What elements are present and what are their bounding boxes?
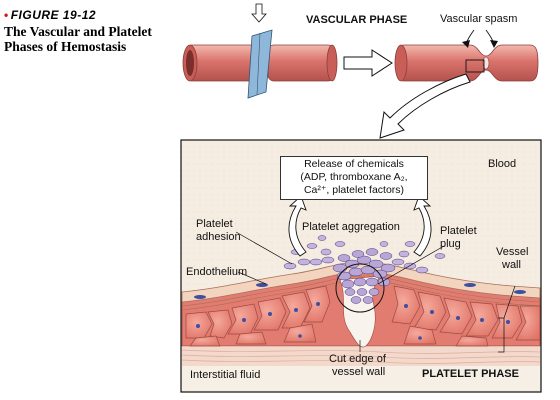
platelet-plug-label-1: Platelet xyxy=(440,225,477,237)
constricted-vessel xyxy=(394,44,539,82)
cut-edge-label-2: vessel wall xyxy=(332,366,386,378)
platelet-phase-panel xyxy=(180,139,542,393)
figure-title: The Vascular and Platelet Phases of Hemo… xyxy=(4,24,152,54)
cut-arrow-icon xyxy=(251,3,267,23)
leader-lines xyxy=(235,231,516,353)
platelet-plug-cluster xyxy=(332,248,396,304)
adhered-platelets xyxy=(283,248,429,274)
vascular-spasm-label: Vascular spasm xyxy=(440,13,518,25)
chemicals-line-2: (ADP, thromboxane A₂, xyxy=(300,171,408,183)
vessel-wall-label-2: wall xyxy=(502,259,521,271)
chemicals-line-1: Release of chemicals xyxy=(304,158,404,170)
cut-vessel-left xyxy=(182,44,257,82)
spasm-pointer-arrows xyxy=(462,29,498,48)
platelet-plug-outline xyxy=(335,263,385,313)
zoom-region-box xyxy=(465,59,485,73)
platelet-phase-heading: PLATELET PHASE xyxy=(422,368,519,380)
chemicals-line-3: Ca²⁺, platelet factors) xyxy=(303,184,405,196)
free-platelets xyxy=(290,235,446,259)
zoom-arrow-icon xyxy=(379,73,471,139)
vessel-wall-label-1: Vessel xyxy=(496,246,529,258)
cut-edge-label-1: Cut edge of xyxy=(329,353,386,365)
figure-number: •FIGURE 19-12 xyxy=(4,8,97,22)
platelet-aggregation-label: Platelet aggregation xyxy=(302,221,400,233)
smooth-muscle-cells xyxy=(185,285,541,347)
platelet-plug-label-2: plug xyxy=(440,238,461,250)
bullet-icon: • xyxy=(4,8,9,22)
platelet-adhesion-label-1: Platelet xyxy=(196,218,233,230)
cut-vessel-right xyxy=(267,44,338,82)
platelet-adhesion-label-2: adhesion xyxy=(196,231,241,243)
transition-arrow-icon xyxy=(343,49,393,77)
feedback-arrows xyxy=(288,195,432,257)
blade-icon xyxy=(247,29,273,99)
interstitial-fluid-label: Interstitial fluid xyxy=(190,369,261,381)
blood-label: Blood xyxy=(488,158,517,170)
vascular-phase-heading: VASCULAR PHASE xyxy=(306,14,408,26)
chemicals-release-box: Release of chemicals (ADP, thromboxane A… xyxy=(280,156,428,200)
endothelium-label: Endothelium xyxy=(186,266,248,278)
endothelial-nuclei xyxy=(194,283,526,299)
